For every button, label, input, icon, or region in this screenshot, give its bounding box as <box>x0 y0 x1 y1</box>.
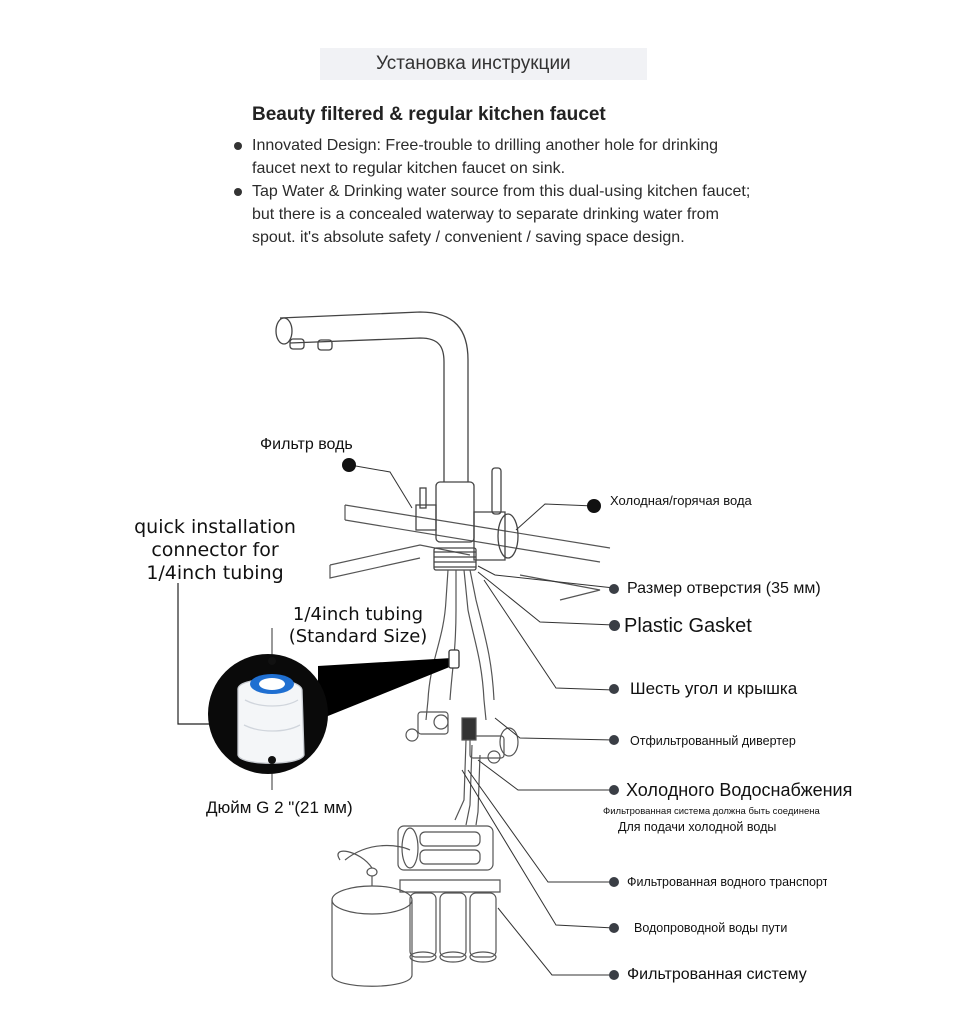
marker-dot <box>609 684 619 694</box>
connector-callout <box>177 583 460 790</box>
feature-item: Innovated Design: Free-trouble to drilli… <box>232 134 752 180</box>
feature-list: Innovated Design: Free-trouble to drilli… <box>232 134 752 249</box>
marker-dot <box>609 923 619 933</box>
marker-dot <box>609 877 619 887</box>
marker-dot <box>609 584 619 594</box>
connector-title-line: quick installation <box>134 516 296 538</box>
label-hole-size: Размер отверстия (35 мм) <box>627 577 857 601</box>
label-note-line1: Фильтрованная система должна быть соедин… <box>603 805 853 819</box>
label-diverter: Отфильтрованный дивертер <box>630 730 802 752</box>
label-tap-path: Водопроводной воды пути <box>634 917 794 939</box>
faucet-body <box>275 311 519 571</box>
product-heading: Beauty filtered & regular kitchen faucet <box>252 104 606 125</box>
marker-dot <box>342 458 356 472</box>
marker-dot <box>587 499 601 513</box>
tubing-label: 1/4inch tubing (Standard Size) <box>278 604 438 648</box>
label-cold-supply: Холодного Водоснабжения <box>626 777 854 803</box>
connector-title-line: connector for <box>151 539 279 561</box>
leader-lines <box>349 464 615 976</box>
marker-dot <box>609 785 619 795</box>
marker-dot <box>609 970 619 980</box>
marker-dot <box>609 735 619 745</box>
marker-dot <box>609 620 620 631</box>
connector-title-line: 1/4inch tubing <box>146 562 284 584</box>
ro-filter-system <box>331 825 501 987</box>
supply-hoses <box>405 569 519 826</box>
thread-size-label: Дюйм G 2 "(21 мм) <box>206 798 353 817</box>
angle-valve-right <box>469 727 519 764</box>
tubing-label-line: 1/4inch tubing <box>292 604 424 625</box>
label-water-filter: Фильтр водь <box>256 432 360 458</box>
label-gasket: Plastic Gasket <box>624 612 784 640</box>
tubing-label-line: (Standard Size) <box>288 626 428 647</box>
page-title: Установка инструкции <box>320 48 647 80</box>
label-transport: Фильтрованная водного транспорт <box>627 871 827 893</box>
label-hex-cap: Шесть угол и крышка <box>630 676 824 702</box>
feature-item: Tap Water & Drinking water source from t… <box>232 180 752 249</box>
label-note-line2: Для подачи холодной воды <box>618 818 784 836</box>
angle-valve-left <box>405 711 449 742</box>
label-hot-cold: Холодная/горячая вода <box>610 488 788 514</box>
label-system: Фильтрованная систему <box>627 962 809 988</box>
connector-title: quick installation connector for 1/4inch… <box>122 516 308 585</box>
